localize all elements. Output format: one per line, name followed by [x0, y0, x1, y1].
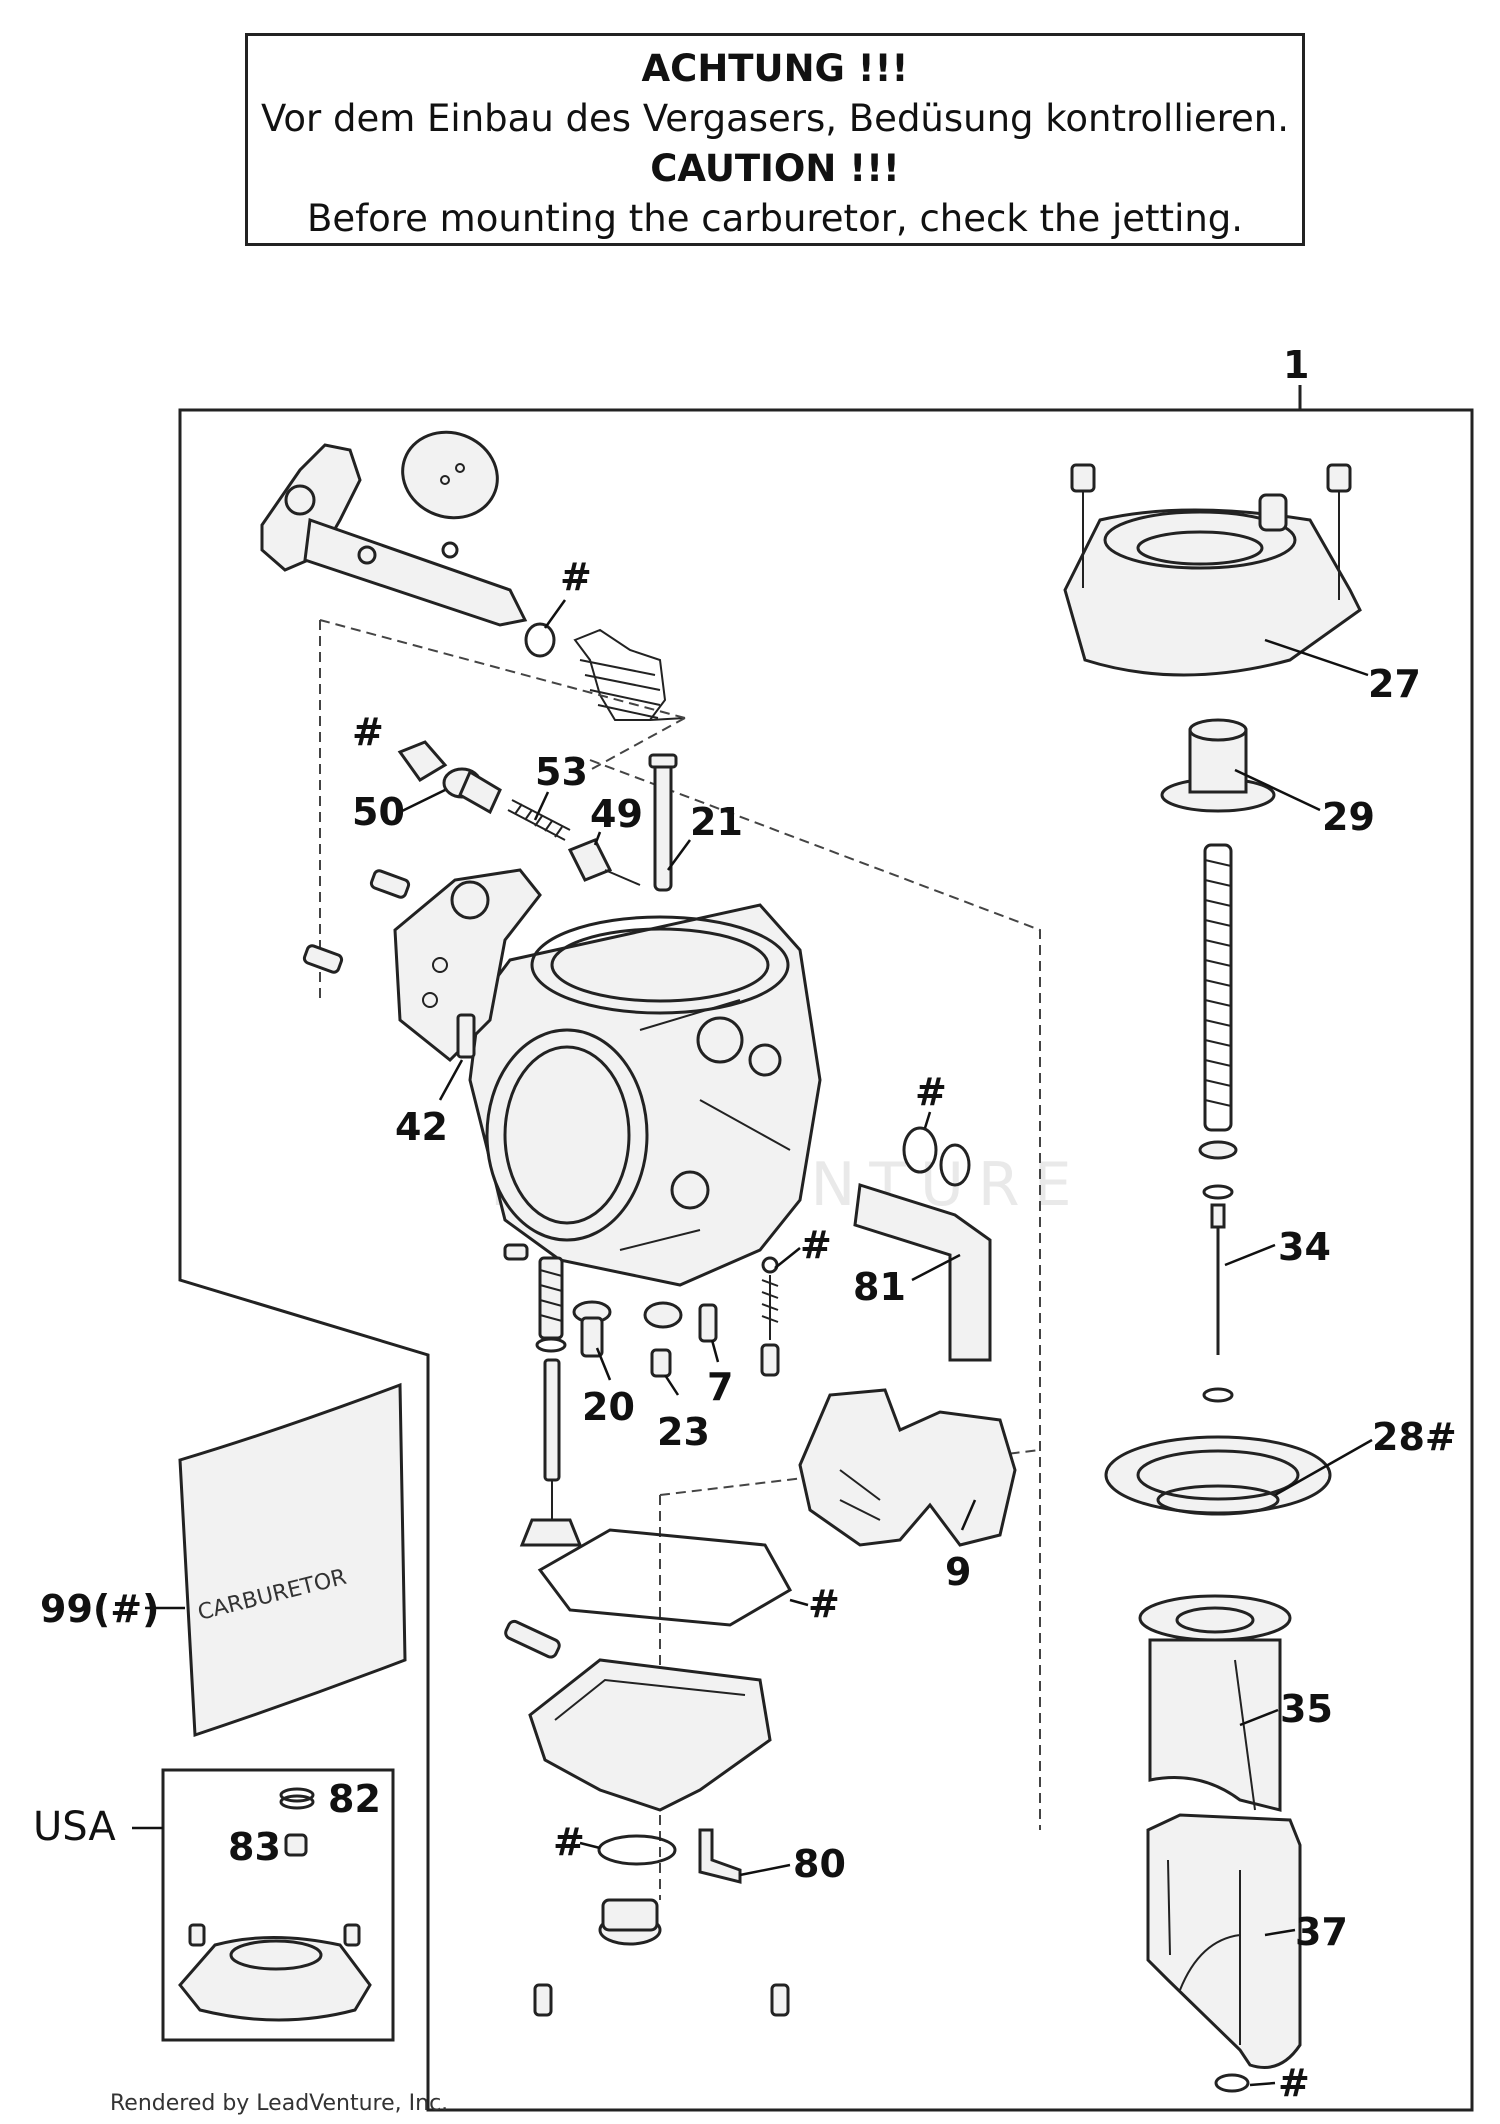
callout-35: 35: [1280, 1687, 1333, 1731]
pilot-jet-23: [643, 1301, 683, 1378]
main-jet-parts: [760, 1256, 780, 1377]
callout-7: 7: [707, 1365, 733, 1409]
bracket-screw-upper: [369, 869, 411, 899]
vent-hose-81: [853, 1183, 992, 1362]
diaphragm-28: [1104, 1435, 1332, 1516]
bowl-gasket: [537, 1528, 793, 1627]
notice-de-heading: ACHTUNG !!!: [641, 47, 909, 90]
usa-cover: [178, 1923, 372, 2022]
choke-bracket: [393, 868, 542, 1063]
slide-35: [1138, 1594, 1292, 1812]
screw-42: [456, 1013, 476, 1059]
caution-notice-box: ACHTUNG !!! Vor dem Einbau des Vergasers…: [245, 33, 1305, 246]
notice-en-heading: CAUTION !!!: [650, 147, 900, 190]
drain-oring: [597, 1834, 677, 1866]
jet-needle-34: [1202, 1203, 1234, 1403]
callout-28: 28#: [1372, 1415, 1457, 1459]
float-bowl: [504, 1619, 772, 1812]
piston-spring: [1198, 843, 1238, 1200]
shaft-washer: [524, 622, 556, 658]
starter-jet-7: [698, 1303, 718, 1343]
callout-37: 37: [1295, 1910, 1348, 1954]
overflow-tube-80: [698, 1828, 742, 1884]
callout-21: 21: [690, 800, 743, 844]
float-9: [798, 1388, 1017, 1547]
bottom-oring: [1214, 2073, 1250, 2093]
callout-53: 53: [535, 750, 588, 794]
credit-text: Rendered by LeadVenture, Inc.: [110, 2091, 448, 2116]
callout-9: 9: [945, 1550, 971, 1594]
callout-80: 80: [793, 1842, 846, 1886]
callout-hash-spring: #: [560, 555, 592, 599]
callout-hash-jet: #: [800, 1223, 832, 1267]
callout-27: 27: [1368, 662, 1421, 706]
float-bowl-screw: [503, 1243, 529, 1261]
top-cover-27: [1063, 463, 1362, 677]
callout-99: 99(#): [40, 1587, 159, 1631]
idle-adjust-screw: [442, 767, 502, 815]
return-spring: [573, 628, 686, 721]
callout-42: 42: [395, 1105, 448, 1149]
callout-23: 23: [657, 1410, 710, 1454]
callout-49: 49: [590, 792, 643, 836]
idle-spring-53: [507, 799, 571, 841]
needle-valve-20: [572, 1300, 612, 1358]
jet-kit-bag: CARBURETOR: [178, 1382, 407, 1738]
callout-hash-bottom-right: #: [1278, 2061, 1310, 2105]
callout-82: 82: [328, 1777, 381, 1821]
slide-guide-37: [1146, 1813, 1302, 2069]
piston-cap-29: [1160, 718, 1276, 813]
bowl-screws: [533, 1983, 790, 2017]
notice-en-text: Before mounting the carburetor, check th…: [306, 197, 1244, 240]
callout-81: 81: [853, 1265, 906, 1309]
callout-hash-oring: #: [915, 1070, 947, 1114]
assembly-outline: [178, 408, 1474, 2112]
callout-hash-drain: #: [553, 1820, 585, 1864]
callout-50: 50: [352, 790, 405, 834]
screw-cap: [397, 740, 448, 782]
throttle-shaft: [260, 443, 528, 627]
guide-lines-lower: [659, 1449, 1041, 1900]
callout-29: 29: [1322, 795, 1375, 839]
callout-hash-left: #: [352, 710, 384, 754]
cap-83: [284, 1833, 308, 1857]
callout-34: 34: [1278, 1225, 1331, 1269]
idle-needle-49: [567, 838, 641, 886]
drain-plug: [598, 1898, 662, 1946]
callout-1: 1: [1283, 343, 1309, 387]
notice-de-text: Vor dem Einbau des Vergasers, Bedüsung k…: [260, 97, 1290, 140]
throttle-plate: [401, 430, 499, 520]
callout-hash-gasket: #: [808, 1582, 840, 1626]
bracket-screw-lower: [302, 944, 344, 974]
usa-label: USA: [33, 1804, 116, 1850]
carburetor-body: [468, 903, 822, 1287]
callout-20: 20: [582, 1385, 635, 1429]
pilot-tube-21: [648, 753, 678, 892]
spring-82: [279, 1787, 315, 1810]
usa-inset-box: [161, 1768, 395, 2042]
oring-fitting: [902, 1126, 938, 1174]
choke-plunger: [519, 1256, 583, 1547]
callout-83: 83: [228, 1825, 281, 1869]
clip-fitting: [939, 1143, 971, 1187]
